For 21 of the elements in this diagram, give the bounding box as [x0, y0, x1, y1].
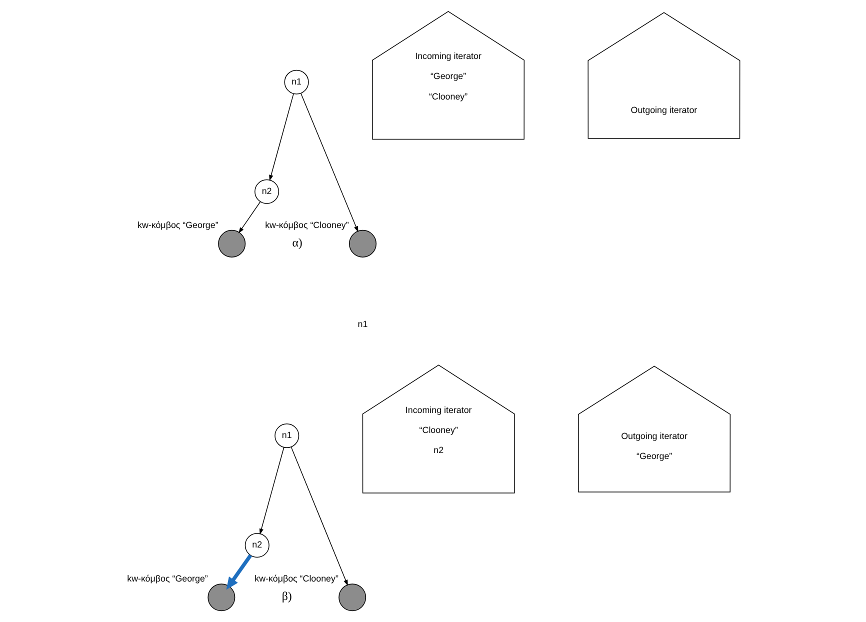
- label: n1: [357, 319, 368, 330]
- node-circle: [207, 584, 235, 612]
- node-label: kw-κόμβος “Clooney”: [264, 220, 348, 230]
- node-circle: [338, 584, 366, 612]
- node-label: kw-κόμβος “Clooney”: [254, 573, 338, 584]
- node-label: kw-κόμβος “George”: [126, 573, 208, 584]
- node-circle: n2: [254, 179, 279, 204]
- arrow: [290, 446, 348, 586]
- arrow: [268, 93, 294, 181]
- arrow: [226, 554, 252, 590]
- arrow: [238, 202, 260, 234]
- node-circle: n2: [244, 533, 269, 558]
- node-label: kw-κόμβος “George”: [137, 220, 218, 230]
- label: β): [281, 589, 292, 604]
- node-circle: [218, 230, 246, 258]
- node-circle: n1: [274, 424, 299, 448]
- arrow: [258, 447, 284, 535]
- arrow: [300, 92, 358, 232]
- label: α): [292, 236, 302, 250]
- node-circle: n1: [284, 70, 308, 94]
- node-circle: [348, 230, 376, 258]
